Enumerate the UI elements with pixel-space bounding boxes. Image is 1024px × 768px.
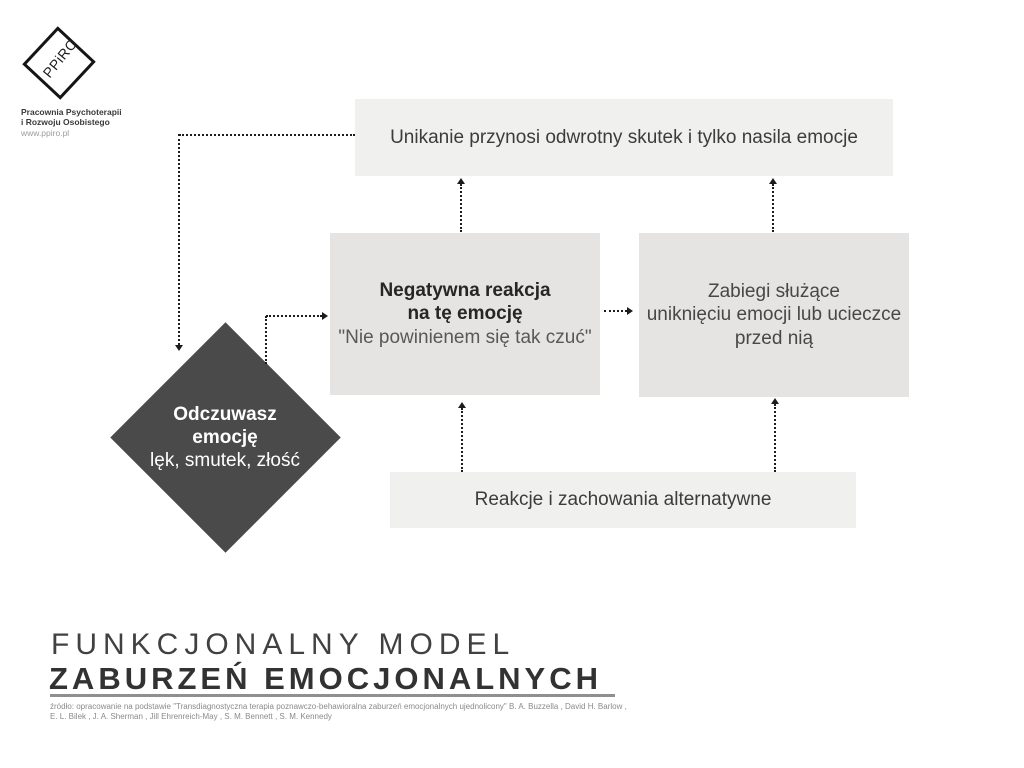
logo: PPiRO Pracownia Psychoterapii i Rozwoju … [0, 0, 170, 150]
arrowhead-right-icon [322, 312, 328, 320]
emotion-subtitle: lęk, smutek, złość [150, 450, 300, 472]
node-avoidance-backfires-label: Unikanie przynosi odwrotny skutek i tylk… [390, 126, 858, 148]
arrow-topbox-to-emotion-horizontal [179, 134, 355, 136]
page-title-line2: ZABURZEŃ EMOCJONALNYCH [49, 661, 602, 696]
arrowhead-up-icon [769, 178, 777, 184]
avoidance-behaviors-line3: przed nią [734, 327, 814, 349]
arrow-alternative-to-avoidance [774, 404, 776, 472]
avoidance-behaviors-line2: uniknięciu emocji lub ucieczce [646, 304, 902, 326]
arrow-negative-to-avoidance [604, 310, 627, 312]
node-negative-reaction: Negatywna reakcja na tę emocję "Nie powi… [330, 233, 600, 395]
node-avoidance-behaviors: Zabiegi służące uniknięciu emocji lub uc… [639, 233, 909, 397]
logo-org-line1: Pracownia Psychoterapii [21, 107, 122, 117]
logo-org-line2: i Rozwoju Osobistego [21, 116, 110, 127]
negative-reaction-title-line2: na tę emocję [407, 303, 523, 325]
emotion-title-line2: emocję [192, 427, 258, 449]
arrow-topbox-to-emotion-vertical [178, 134, 180, 345]
negative-reaction-title-line1: Negatywna reakcja [379, 280, 551, 302]
node-avoidance-backfires: Unikanie przynosi odwrotny skutek i tylk… [355, 99, 893, 176]
arrowhead-up-icon [457, 178, 465, 184]
arrow-emotion-to-negative-vertical [265, 316, 267, 364]
logo-website: www.ppiro.pl [21, 128, 70, 138]
page-title-line1: FUNKCJONALNY MODEL [51, 628, 516, 661]
arrow-avoidance-to-topbox [772, 184, 774, 232]
arrowhead-right-icon [627, 307, 633, 315]
source-note-line1: źródło: opracowanie na podstawie "Transd… [50, 702, 627, 711]
avoidance-behaviors-line1: Zabiegi służące [707, 281, 840, 303]
logo-organization-name: Pracownia Psychoterapii i Rozwoju Osobis… [21, 107, 122, 127]
title-underline [50, 694, 615, 697]
arrow-alternative-to-negative [461, 408, 463, 472]
arrowhead-up-icon [771, 398, 779, 404]
node-alternative-reactions: Reakcje i zachowania alternatywne [390, 472, 856, 528]
emotion-title-line1: Odczuwasz [173, 404, 277, 425]
node-emotion-diamond-label: Odczuwasz emocję lęk, smutek, złość [100, 403, 350, 473]
arrow-emotion-to-negative-horizontal [266, 315, 322, 317]
source-note-line2: E. L. Bilek , J. A. Sherman , Jill Ehren… [50, 711, 332, 721]
arrow-negative-to-topbox [460, 184, 462, 232]
node-alternative-reactions-label: Reakcje i zachowania alternatywne [474, 489, 772, 511]
negative-reaction-quote: "Nie powinienem się tak czuć" [338, 326, 592, 348]
source-note: źródło: opracowanie na podstawie "Transd… [50, 702, 650, 721]
arrowhead-down-icon [175, 345, 183, 351]
arrowhead-up-icon [458, 402, 466, 408]
